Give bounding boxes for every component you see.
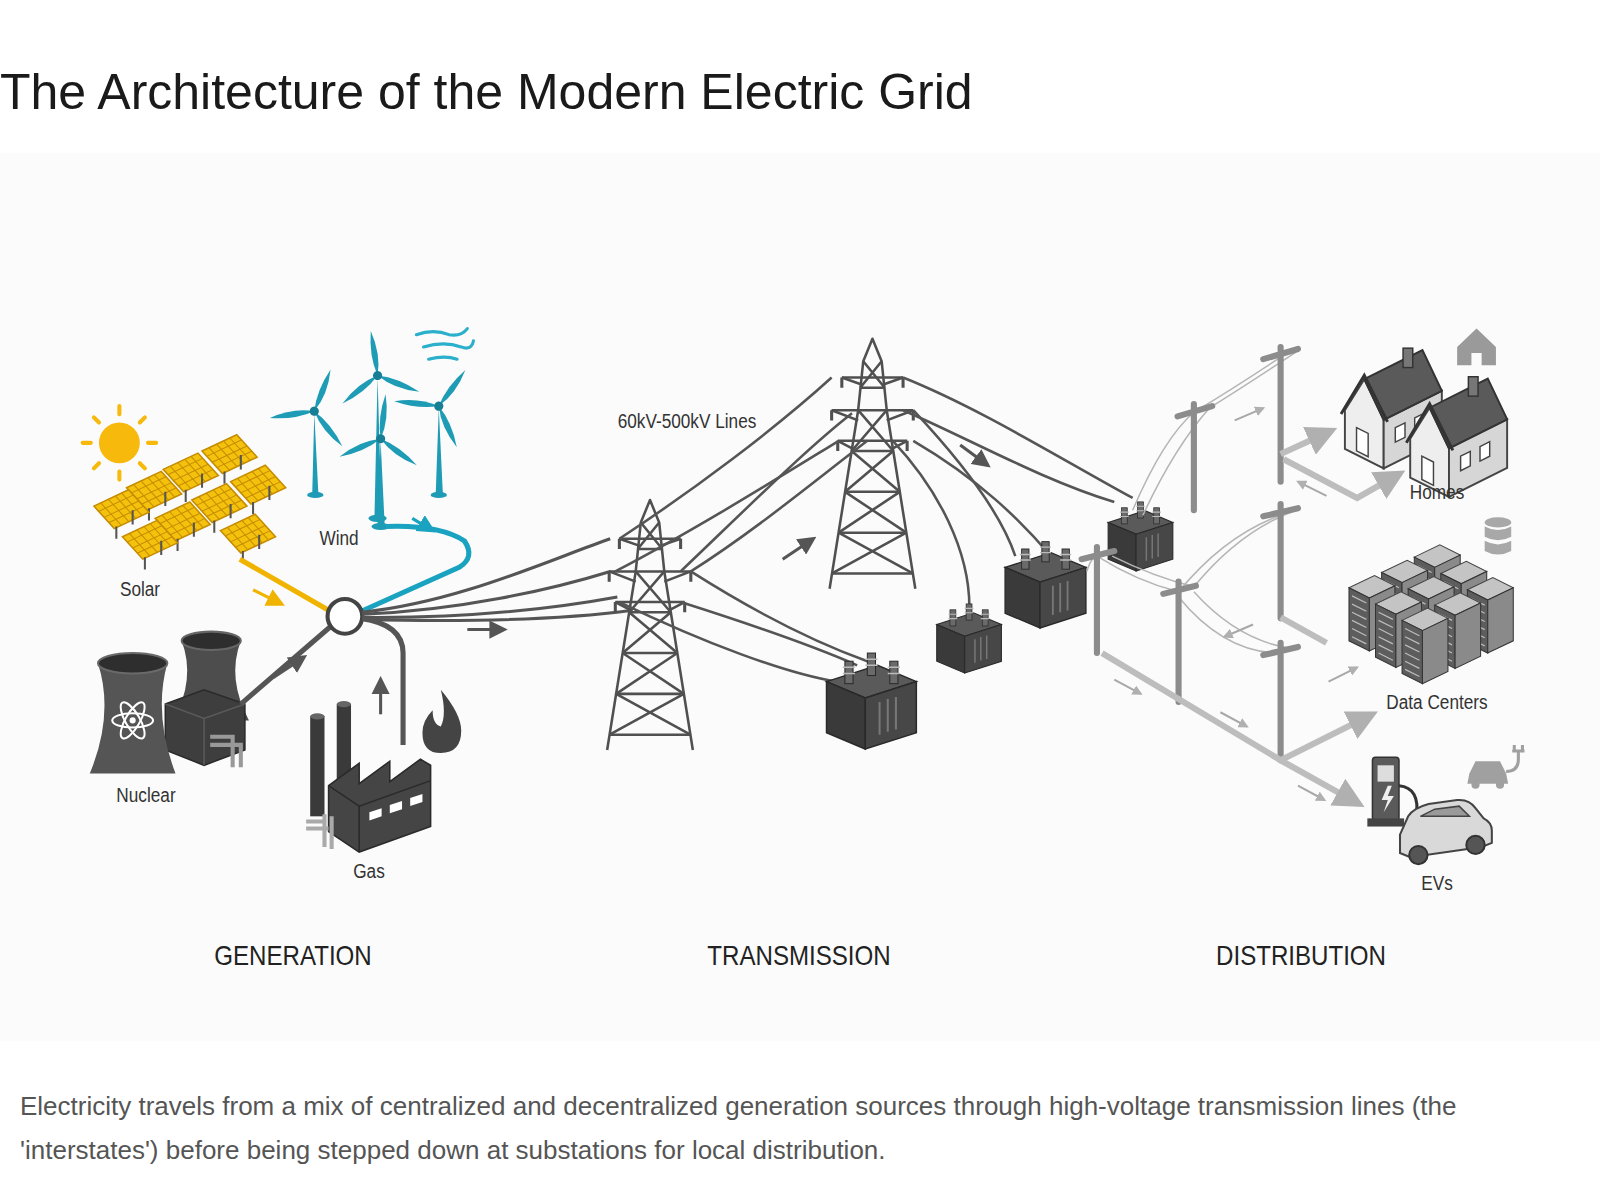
component-label: Data Centers: [1386, 689, 1487, 715]
flow-arrow: [412, 518, 432, 530]
wind-feed-line: [359, 526, 469, 612]
homes: [1341, 329, 1507, 497]
section-label: GENERATION: [214, 939, 371, 973]
wind-turbines: [267, 324, 497, 530]
substation-transformers: [827, 502, 1173, 749]
solar-feed-line: [240, 559, 329, 610]
flow-arrow: [467, 628, 504, 631]
section-label: DISTRIBUTION: [1216, 939, 1386, 973]
component-label: Nuclear: [116, 782, 175, 808]
data-center-racks: [1349, 517, 1513, 683]
ev-charging: [1367, 745, 1524, 864]
diagram-title: The Architecture of the Modern Electric …: [0, 62, 973, 122]
nuclear-plant: [90, 632, 249, 774]
flow-arrow: [379, 680, 382, 715]
flow-arrow: [273, 657, 304, 677]
solar-panels: [94, 435, 286, 570]
transmission-lines: [615, 378, 1132, 682]
utility-poles: [1082, 347, 1298, 760]
sun-icon: [83, 406, 156, 479]
gas-plant: [306, 690, 461, 852]
component-label: Gas: [353, 858, 385, 884]
diagram-backdrop: [0, 153, 1600, 1041]
nuclear-feed-line: [241, 627, 331, 705]
component-label: Wind: [319, 525, 358, 551]
flow-arrow: [783, 539, 814, 559]
component-label: Homes: [1410, 479, 1464, 505]
flow-arrow: [253, 590, 282, 604]
flow-arrow: [960, 445, 988, 465]
junction-node: [328, 599, 363, 634]
gas-feed-line: [361, 618, 403, 745]
flow-arrows: [1114, 408, 1357, 800]
transmission-tower: [830, 339, 916, 589]
diagram-caption: Electricity travels from a mix of centra…: [20, 1084, 1530, 1172]
transmission-lines: [362, 539, 632, 621]
distribution-wires: [1087, 352, 1296, 653]
section-label: TRANSMISSION: [707, 939, 890, 973]
component-label: EVs: [1421, 870, 1453, 896]
component-label: Solar: [120, 576, 160, 602]
component-label: 60kV-500kV Lines: [618, 408, 757, 434]
service-drops: [1102, 431, 1400, 804]
